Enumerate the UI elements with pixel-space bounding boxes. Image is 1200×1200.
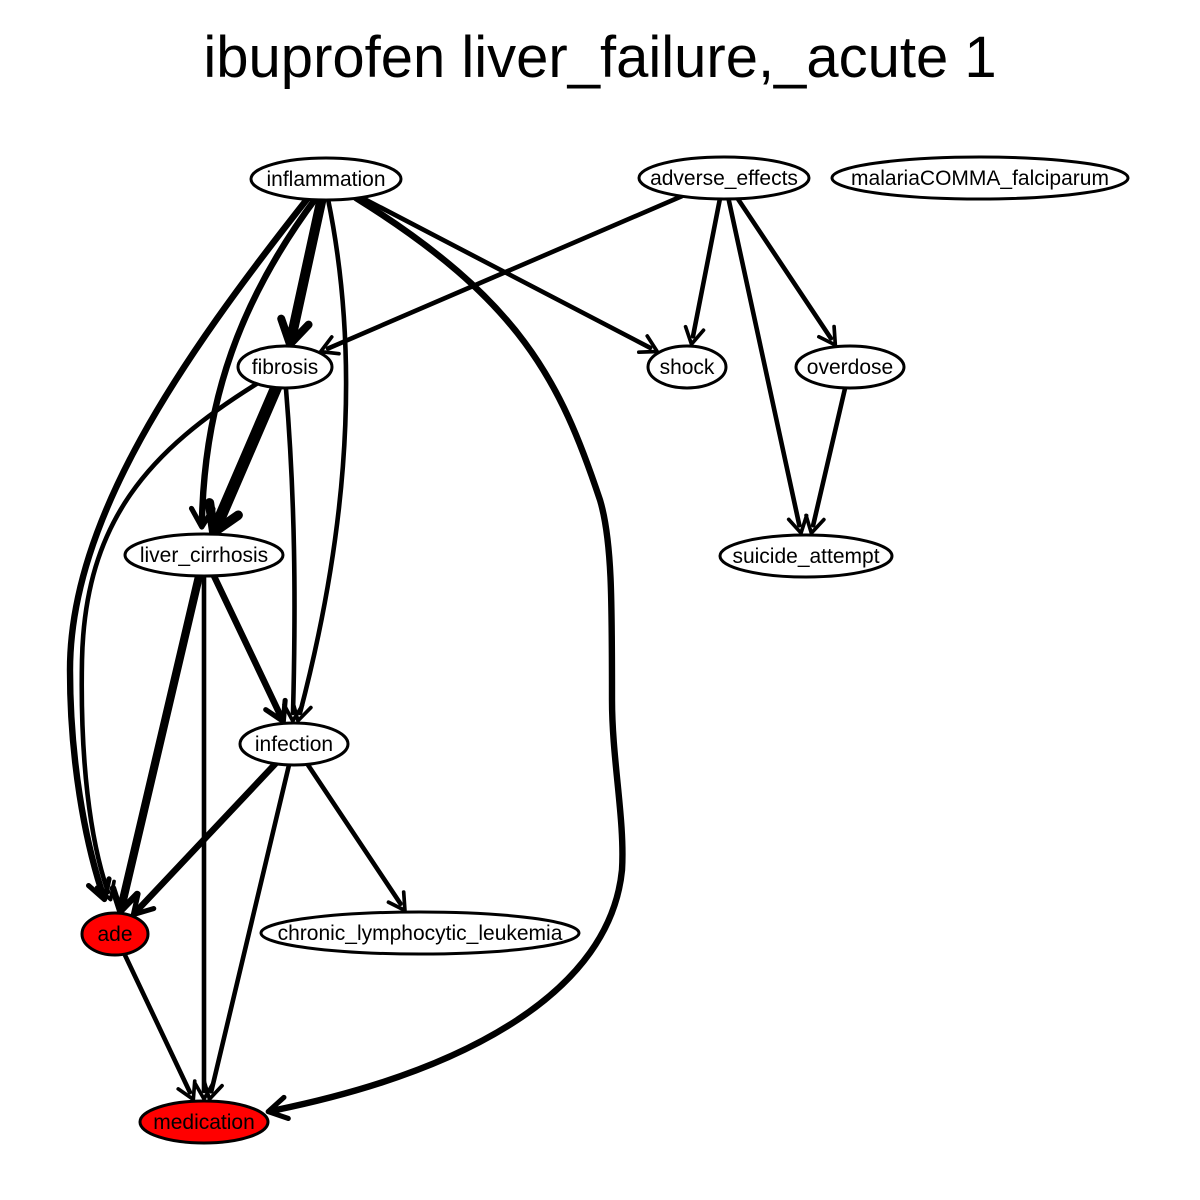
edge-arrowhead	[804, 513, 826, 535]
node-ellipse	[123, 532, 285, 578]
edge-fibrosis-to-liver_cirrhosis	[204, 381, 283, 538]
edge-line	[118, 571, 204, 908]
edge-arrowhead	[386, 890, 407, 913]
node-label: medication	[153, 1111, 255, 1134]
edge-line	[198, 194, 320, 523]
edge-infection-to-cll	[305, 762, 407, 913]
node-ellipse	[637, 155, 811, 201]
edge-line	[283, 386, 297, 716]
edge-line	[810, 385, 848, 528]
edge-ade-to-medication	[122, 951, 197, 1102]
edge-line	[297, 196, 349, 716]
edge-arrowhead	[263, 697, 288, 725]
node-malaria[interactable]: malariaCOMMA_falciparum	[830, 155, 1130, 201]
node-label: infection	[255, 733, 333, 756]
node-label: adverse_effects	[650, 167, 798, 190]
edge-arrowhead	[109, 885, 141, 915]
node-ellipse	[249, 156, 403, 202]
edge-liver_cirrhosis-to-ade	[109, 571, 204, 915]
edges-layer	[66, 193, 848, 1122]
node-liver_cirrhosis[interactable]: liver_cirrhosis	[123, 532, 285, 578]
edge-line	[726, 196, 802, 528]
edge-liver_cirrhosis-to-infection	[210, 572, 288, 725]
edge-line	[735, 196, 834, 341]
edge-arrowhead	[277, 314, 313, 349]
node-label: ade	[97, 923, 132, 946]
node-ade[interactable]: ade	[80, 911, 150, 957]
edge-arrowhead	[265, 1094, 291, 1122]
edge-adverse_effects-to-overdose	[735, 196, 838, 347]
node-ellipse	[718, 533, 894, 579]
node-label: overdose	[807, 356, 893, 379]
edge-line	[286, 194, 327, 342]
edge-adverse_effects-to-suicide_attempt	[726, 196, 809, 535]
node-medication[interactable]: medication	[138, 1099, 270, 1145]
node-label: fibrosis	[252, 356, 319, 379]
edge-line	[272, 194, 626, 1114]
node-ellipse	[238, 721, 350, 767]
node-adverse_effects[interactable]: adverse_effects	[637, 155, 811, 201]
node-label: shock	[660, 356, 715, 379]
node-label: chronic_lymphocytic_leukemia	[278, 922, 563, 945]
node-label: liver_cirrhosis	[140, 544, 268, 567]
node-ellipse	[138, 1099, 270, 1145]
edge-arrowhead	[786, 513, 809, 535]
edge-arrowhead	[817, 324, 838, 347]
edge-arrowhead	[318, 335, 341, 356]
node-ellipse	[80, 911, 150, 957]
nodes-layer: inflammation adverse_effects malariaCOMMA_…	[80, 155, 1130, 1145]
edge-line	[122, 951, 193, 1095]
graph-title: ibuprofen liver_failure,_acute 1	[203, 25, 997, 90]
edge-arrowhead	[204, 498, 243, 538]
edge-line	[325, 193, 684, 351]
node-label: inflammation	[266, 168, 385, 191]
edge-inflammation-to-medication	[265, 194, 626, 1122]
node-suicide_attempt[interactable]: suicide_attempt	[718, 533, 894, 579]
edge-arrowhead	[683, 324, 706, 346]
edge-adverse_effects-to-shock	[683, 196, 723, 346]
node-ellipse	[259, 910, 581, 956]
node-ellipse	[794, 344, 906, 390]
edge-arrowhead	[202, 1079, 224, 1101]
node-shock[interactable]: shock	[646, 344, 728, 390]
node-cll[interactable]: chronic_lymphocytic_leukemia	[259, 910, 581, 956]
edge-arrowhead	[130, 891, 157, 918]
edge-line	[66, 194, 312, 896]
edge-fibrosis-to-ade	[79, 380, 261, 902]
node-ellipse	[646, 344, 728, 390]
node-inflammation[interactable]: inflammation	[249, 156, 403, 202]
node-fibrosis[interactable]: fibrosis	[236, 344, 334, 390]
edge-line	[690, 196, 723, 339]
edge-inflammation-to-fibrosis	[277, 194, 327, 349]
node-overdose[interactable]: overdose	[794, 344, 906, 390]
edge-inflammation-to-shock	[359, 195, 660, 355]
edge-line	[79, 380, 261, 895]
edge-line	[211, 381, 283, 531]
edge-infection-to-medication	[202, 762, 292, 1101]
node-infection[interactable]: infection	[238, 721, 350, 767]
node-ellipse	[830, 155, 1130, 201]
edge-line	[209, 762, 292, 1094]
edge-fibrosis-to-infection	[282, 386, 305, 723]
edge-infection-to-ade	[130, 760, 279, 918]
edge-overdose-to-suicide_attempt	[804, 385, 848, 535]
edge-adverse_effects-to-fibrosis	[318, 193, 684, 356]
edge-line	[210, 572, 284, 718]
node-label: malariaCOMMA_falciparum	[851, 167, 1109, 190]
edge-arrowhead	[176, 1079, 197, 1102]
edge-arrowhead	[282, 702, 305, 723]
edge-line	[135, 760, 279, 912]
node-ellipse	[236, 344, 334, 390]
edge-line	[305, 762, 403, 907]
node-label: suicide_attempt	[732, 545, 879, 568]
edge-arrowhead	[636, 334, 660, 355]
